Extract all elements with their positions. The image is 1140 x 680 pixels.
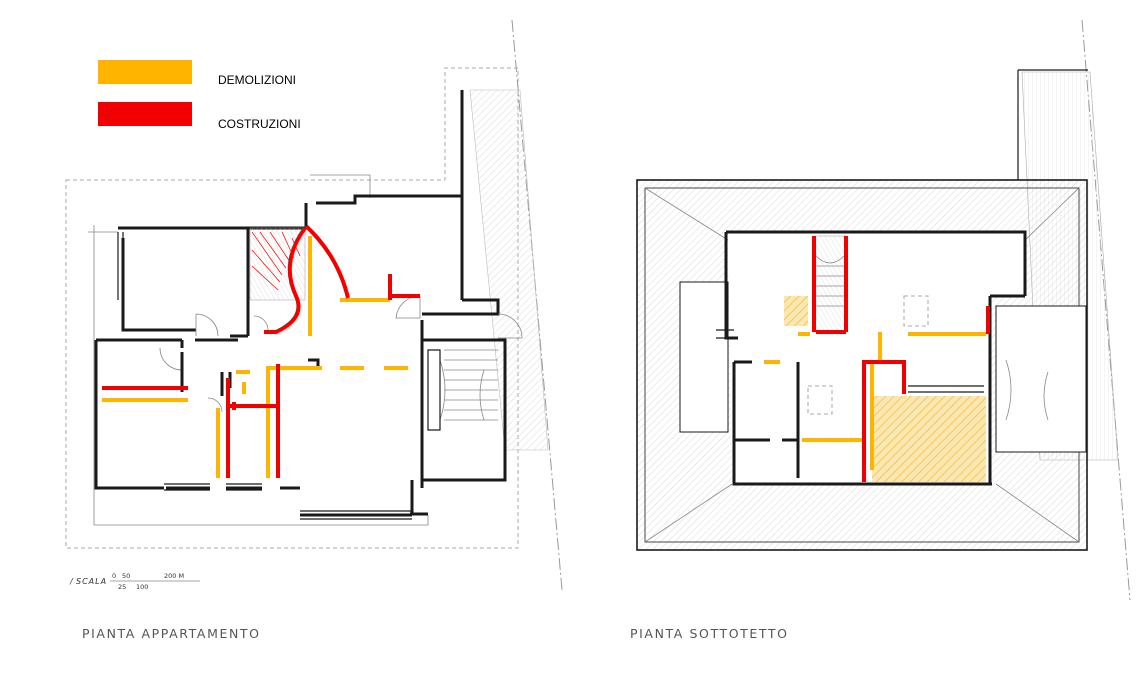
svg-text:0: 0	[112, 572, 116, 580]
neighbour-strip-left	[469, 89, 549, 451]
legend-label-demolizioni: DEMOLIZIONI	[218, 73, 296, 87]
legend-label-costruzioni: COSTRUZIONI	[218, 117, 301, 131]
svg-text:25: 25	[118, 583, 126, 591]
site-boundary	[65, 67, 519, 549]
apartment-walls	[94, 90, 507, 517]
demolition-area-attic	[872, 396, 986, 482]
plan-title-sottotetto: PIANTA SOTTOTETTO	[630, 626, 789, 641]
plan-title-appartamento: PIANTA APPARTAMENTO	[82, 626, 261, 641]
construction-walls-apartment	[102, 224, 420, 478]
attic-stair	[813, 235, 847, 333]
svg-text:SCALA: SCALA	[76, 577, 107, 586]
legend-swatch-costruzioni	[98, 102, 192, 126]
svg-text:200 M: 200 M	[164, 572, 184, 580]
plan-sottotetto: PIANTA SOTTOTETTO	[630, 19, 1131, 641]
scale-bar: / SCALA 0 50 200 M 25 100	[69, 572, 200, 591]
balcony-outline	[93, 225, 429, 526]
door-swing	[195, 313, 219, 337]
plan-appartamento: / SCALA 0 50 200 M 25 100 PIANTA APPARTA…	[65, 19, 563, 641]
svg-text:50: 50	[122, 572, 130, 580]
demolition-area-small	[784, 296, 808, 326]
legend: DEMOLIZIONI COSTRUZIONI	[98, 60, 301, 131]
scale-label: /	[69, 577, 74, 586]
legend-swatch-demolizioni	[98, 60, 192, 84]
svg-text:100: 100	[136, 583, 148, 591]
construction-walls-attic	[812, 236, 990, 482]
